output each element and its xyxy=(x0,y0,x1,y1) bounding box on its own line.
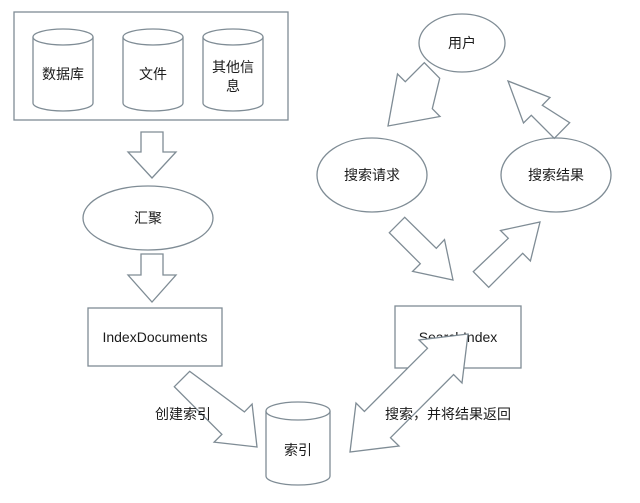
aggregate-ellipse xyxy=(82,185,214,251)
arrow-searchindex-to-search-result xyxy=(472,221,541,289)
database-cylinder: 数据库 xyxy=(32,28,94,112)
database-label: 数据库 xyxy=(42,67,84,83)
arrow-sources-to-aggregate xyxy=(126,131,178,179)
search-and-return-label: 搜索，并将结果返回 xyxy=(385,406,511,423)
user-ellipse xyxy=(418,13,506,73)
create-index-label: 创建索引 xyxy=(155,406,211,423)
file-label: 文件 xyxy=(139,67,167,83)
search-result-label: 搜索结果 xyxy=(528,167,584,184)
index-store-cylinder: 索引 xyxy=(265,401,331,486)
arrow-search-result-to-user xyxy=(506,79,571,140)
indexdocuments-box xyxy=(87,307,223,367)
aggregate-label: 汇聚 xyxy=(134,211,162,227)
search-request-ellipse xyxy=(316,137,428,213)
arrow-searchindex-index-bidirectional xyxy=(349,333,469,453)
index-store-label: 索引 xyxy=(284,442,312,459)
search-result-ellipse xyxy=(500,137,612,213)
arrow-user-to-search-request xyxy=(387,61,442,127)
user-label: 用户 xyxy=(448,35,476,52)
other-info-cylinder: 其他信 息 xyxy=(202,28,264,112)
arrow-search-request-to-searchindex xyxy=(388,216,454,281)
other-info-label-line1: 其他信 xyxy=(212,60,254,76)
file-cylinder: 文件 xyxy=(122,28,184,112)
arrow-indexdocuments-to-index xyxy=(173,370,258,448)
search-request-label: 搜索请求 xyxy=(344,167,400,184)
indexdocuments-label: IndexDocuments xyxy=(102,329,207,345)
other-info-label-line2: 息 xyxy=(226,78,240,95)
arrow-aggregate-to-indexdocuments xyxy=(126,253,178,303)
